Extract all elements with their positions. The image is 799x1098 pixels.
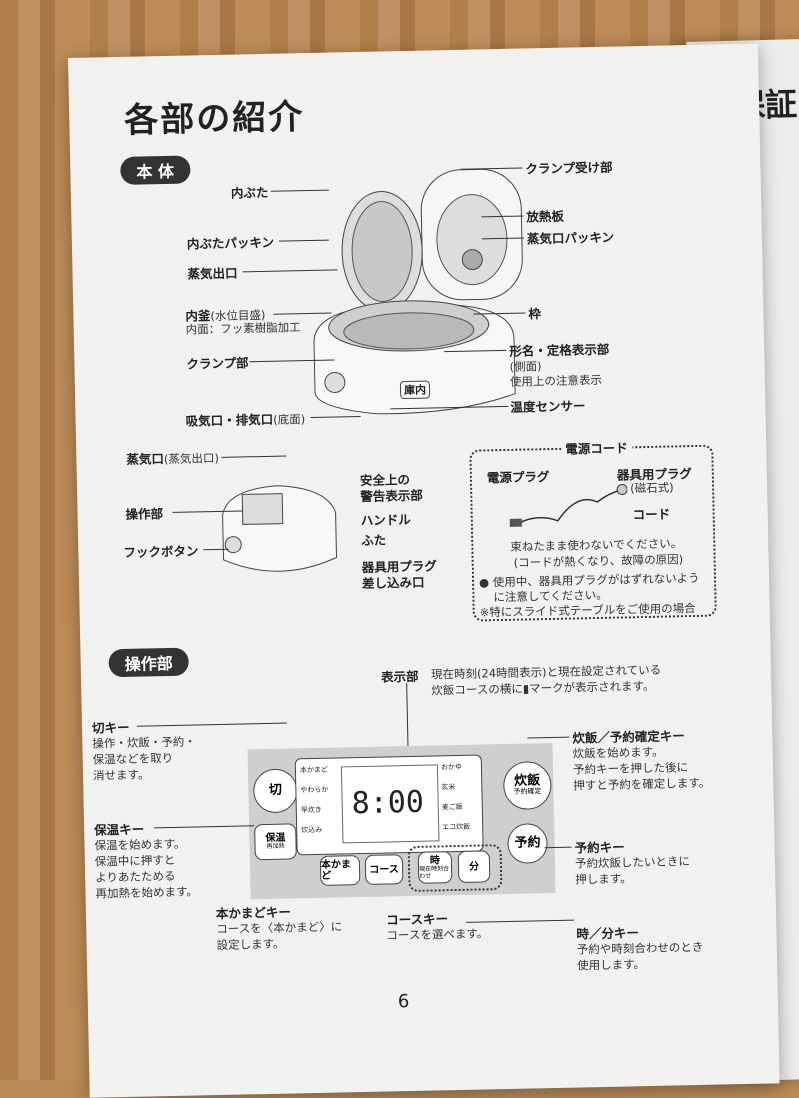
cooker-open-illustration — [313, 168, 523, 415]
keep-warm-label: 保温キー — [94, 821, 145, 838]
steam-packing-shape — [461, 249, 483, 271]
course-left-3: 炊込み — [301, 825, 323, 835]
display-panel: 本かまど やわらか 早炊き 炊込み 8:00 おかゆ 玄米 麦ご飯 エコ炊飯 — [294, 754, 484, 856]
off-desc-1: 操作・炊飯・予約・ — [92, 734, 196, 751]
label-appliance-plug-2: 差し込み口 — [361, 574, 425, 591]
cord-appliance-plug-note: (磁石式) — [629, 480, 674, 496]
course-left-1: やわらか — [300, 785, 329, 795]
cord-illustration — [509, 483, 628, 527]
label-handle: ハンドル — [360, 511, 411, 528]
course-right-3: エコ炊飯 — [442, 822, 471, 832]
course-desc: コースを選べます。 — [386, 926, 489, 943]
label-inner-pot-coating: 内面：フッ素樹脂加工 — [185, 320, 301, 337]
keep-warm-desc-1: 保温を始めます。 — [94, 836, 186, 853]
reserve-key-label: 予約キー — [574, 839, 625, 856]
heat-plate-shape — [436, 194, 508, 286]
cook-key-label: 炊飯／予約確定キー — [572, 728, 686, 746]
inner-lid-mesh — [351, 200, 413, 302]
course-right-2: 麦ご飯 — [441, 802, 463, 812]
label-inner-lid: 内ぶた — [230, 184, 269, 201]
minute-button[interactable]: 分 — [457, 850, 491, 884]
label-heat-plate: 放熱板 — [526, 208, 565, 225]
display-desc-2: 炊飯コースの横に▮マークが表示されます。 — [431, 678, 655, 698]
cook-desc-3: 押すと予約を確定します。 — [573, 775, 711, 793]
label-inner-lid-packing: 内ぶたパッキン — [186, 234, 275, 252]
reserve-desc-2: 押します。 — [575, 871, 632, 887]
hour-button[interactable]: 時現在時刻合わせ — [417, 851, 453, 884]
display-label: 表示部 — [380, 668, 419, 685]
control-panel: 切 保温再加熱 本かまど やわらか 早炊き 炊込み 8:00 おかゆ 玄米 麦ご… — [247, 743, 556, 900]
label-steam-packing: 蒸気口パッキン — [526, 229, 615, 247]
clock-readout: 8:00 — [351, 784, 425, 822]
course-left-2: 早炊き — [300, 805, 322, 815]
cord-label: コード — [632, 506, 671, 523]
label-control-unit: 操作部 — [125, 506, 164, 522]
cook-desc-1: 炊飯を始めます。 — [572, 744, 664, 761]
cooker-closed-illustration — [222, 485, 338, 572]
off-desc-2: 保温などを取り — [92, 750, 174, 767]
page-title: 各部の紹介 — [123, 97, 305, 141]
label-steam-outlet: 蒸気出口 — [187, 265, 238, 282]
label-intake: 吸気口・排気口(底面) — [185, 411, 306, 429]
cord-box-title: 電源コード — [561, 437, 632, 458]
control-unit-shape — [241, 493, 284, 525]
honkamado-desc-2: 設定します。 — [216, 936, 285, 953]
reserve-button[interactable]: 予約 — [507, 823, 548, 864]
course-button[interactable]: コース — [364, 854, 404, 885]
time-desc-1: 予約や時刻合わせのとき — [576, 939, 704, 957]
label-model: 形名・定格表示部 — [509, 341, 610, 359]
manual-page: 各部の紹介 本 体 庫内 内ぶた 内ぶたパッキン 蒸気出口 内釜(水位目盛) 内… — [68, 43, 780, 1098]
appliance-plug-shape — [616, 483, 628, 495]
honkamado-button[interactable]: 本かまど — [319, 855, 361, 886]
hook-button-shape — [224, 536, 242, 554]
label-lid: ふた — [361, 532, 387, 548]
keep-warm-desc-3: よりあたためる — [95, 868, 176, 885]
off-key-label: 切キー — [91, 719, 130, 736]
section-controls: 操作部 — [108, 647, 189, 678]
cook-button[interactable]: 炊飯予約確定 — [502, 761, 552, 811]
label-steam-port: 蒸気口(蒸気出口) — [126, 450, 220, 467]
off-desc-3: 消せます。 — [92, 767, 150, 783]
honkamado-desc-1: コースを〈本かまど〉に — [216, 919, 343, 937]
hook-circle — [324, 371, 346, 393]
label-clamp: クランプ部 — [186, 355, 249, 372]
off-button[interactable]: 切 — [252, 768, 298, 814]
page-number: 6 — [397, 991, 410, 1013]
section-body: 本 体 — [120, 155, 191, 185]
label-frame: 枠 — [528, 306, 542, 322]
time-desc-2: 使用します。 — [576, 957, 646, 973]
keep-warm-desc-2: 保温中に押すと — [94, 852, 176, 869]
reserve-desc-1: 予約炊飯したいときに — [574, 854, 691, 871]
keep-warm-button[interactable]: 保温再加熱 — [254, 823, 297, 861]
warehouse-mark: 庫内 — [399, 380, 431, 400]
power-plug-shape — [509, 518, 522, 527]
label-hook-button: フックボタン — [123, 543, 199, 560]
course-left-0: 本かまど — [299, 765, 329, 775]
label-clamp-receiver: クランプ受け部 — [525, 159, 613, 177]
course-right-1: 玄米 — [441, 783, 456, 792]
inner-pot-inside — [343, 312, 475, 350]
label-temp-sensor: 温度センサー — [510, 398, 586, 415]
course-right-0: おかゆ — [440, 762, 463, 772]
keep-warm-desc-4: 再加熱を始めます。 — [95, 884, 198, 901]
label-safety-2: 警告表示部 — [360, 487, 423, 504]
label-model-note: 使用上の注意表示 — [509, 372, 603, 389]
